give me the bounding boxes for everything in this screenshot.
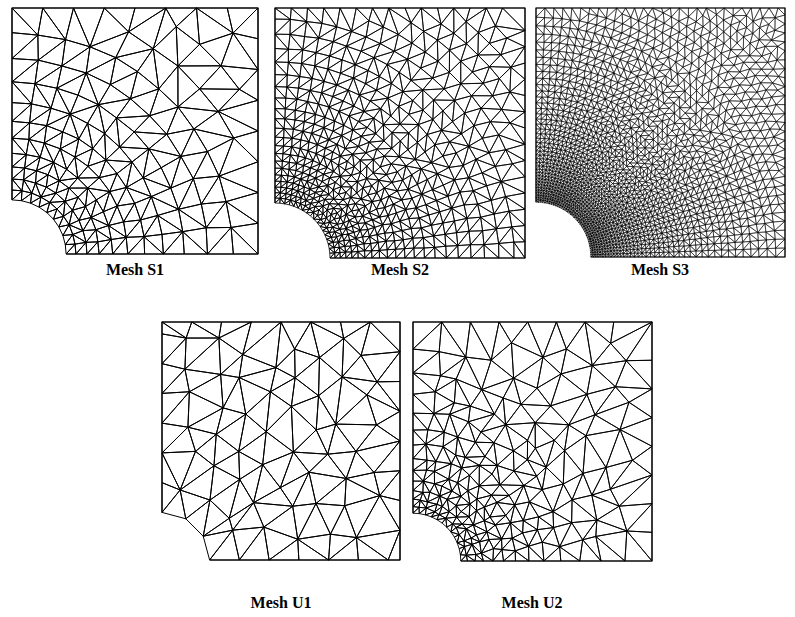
triangle-mesh [413, 322, 652, 561]
mesh-edges [413, 322, 652, 561]
mesh-edges [536, 8, 785, 257]
mesh-edges [12, 8, 258, 254]
mesh-label: Mesh S3 [631, 260, 689, 279]
mesh-border [162, 322, 400, 560]
mesh-border [275, 8, 525, 258]
triangle-mesh [536, 8, 785, 257]
mesh-border [413, 322, 652, 561]
mesh-label: Mesh U2 [502, 593, 563, 612]
triangle-mesh [12, 8, 258, 254]
triangle-mesh [162, 322, 400, 560]
mesh-label: Mesh U1 [251, 593, 312, 612]
mesh-border [536, 8, 785, 257]
mesh-edges [275, 8, 525, 258]
mesh-border [12, 8, 258, 254]
mesh-label: Mesh S1 [106, 260, 164, 279]
mesh-label: Mesh S2 [371, 260, 429, 279]
triangle-mesh [275, 8, 525, 258]
mesh-edges [162, 322, 400, 560]
